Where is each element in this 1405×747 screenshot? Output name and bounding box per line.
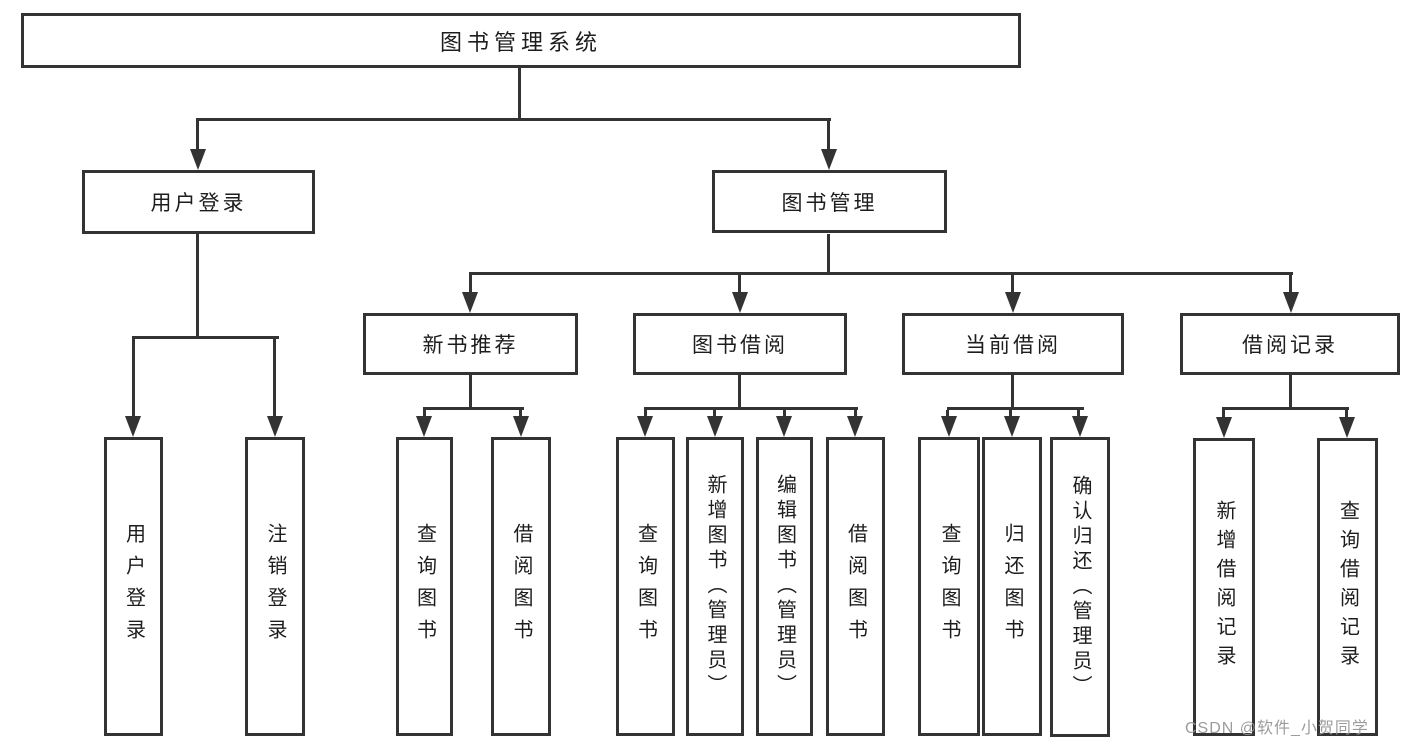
arrow-down-icon [462, 292, 478, 313]
arrow-down-icon [707, 416, 723, 437]
leaf-add-borrow-record: 新增借阅记录 [1193, 438, 1255, 736]
node-new-book-recommendation: 新书推荐 [363, 313, 578, 375]
arrow-down-icon [125, 416, 141, 437]
node-label: 新书推荐 [422, 334, 519, 357]
connector-line [1345, 410, 1348, 420]
connector-line [1289, 375, 1292, 408]
arrow-down-icon [513, 416, 529, 437]
connector-line [946, 410, 949, 419]
leaf-label: 新增借阅记录 [1213, 500, 1235, 674]
leaf-label: 查询借阅记录 [1336, 500, 1359, 674]
arrow-down-icon [190, 149, 206, 170]
leaf-confirm-return-admin: 确认归还（管理员） [1050, 437, 1110, 737]
arrow-down-icon [1004, 416, 1020, 437]
arrow-down-icon [776, 416, 792, 437]
node-book-management: 图书管理 [712, 170, 947, 233]
leaf-user-login: 用户登录 [104, 437, 163, 736]
leaf-borrow-books-recommend: 借阅图书 [491, 437, 551, 736]
node-borrowing-records: 借阅记录 [1180, 313, 1400, 375]
connector-line [423, 407, 524, 410]
leaf-query-books-borrow: 查询图书 [616, 437, 675, 736]
leaf-add-books-admin: 新增图书（管理员） [686, 437, 744, 736]
arrow-down-icon [1005, 292, 1021, 313]
connector-line [644, 410, 647, 419]
node-user-login: 用户登录 [82, 170, 315, 234]
arrow-down-icon [941, 416, 957, 437]
connector-line [519, 410, 522, 419]
connector-line [1011, 375, 1014, 408]
leaf-label: 用户登录 [122, 522, 145, 651]
leaf-label: 注销登录 [264, 522, 286, 651]
connector-line [827, 234, 830, 273]
leaf-label: 新增图书（管理员） [704, 474, 726, 699]
leaf-label: 查询图书 [413, 522, 436, 651]
connector-line [1289, 275, 1292, 294]
connector-line [713, 410, 716, 419]
arrow-down-icon [637, 416, 653, 437]
arrow-down-icon [821, 149, 837, 170]
arrow-down-icon [1283, 292, 1299, 313]
connector-line [1222, 407, 1349, 410]
connector-line [854, 410, 857, 419]
arrow-down-icon [1339, 417, 1355, 438]
leaf-label: 借阅图书 [844, 522, 867, 651]
connector-line [1077, 410, 1080, 419]
leaf-label: 借阅图书 [510, 522, 532, 651]
connector-line [469, 272, 1293, 275]
arrow-down-icon [1072, 416, 1088, 437]
connector-line [1011, 275, 1014, 294]
connector-line [1222, 410, 1225, 420]
leaf-query-borrow-record: 查询借阅记录 [1317, 438, 1378, 736]
connector-line [423, 410, 426, 419]
connector-line [132, 336, 279, 339]
connector-line [738, 375, 741, 408]
arrow-down-icon [1216, 417, 1232, 438]
connector-line [1009, 410, 1012, 419]
connector-line [644, 407, 858, 410]
node-current-borrowing: 当前借阅 [902, 313, 1124, 375]
leaf-edit-books-admin: 编辑图书（管理员） [756, 437, 813, 736]
leaf-logout: 注销登录 [245, 437, 305, 736]
leaf-borrow-books: 借阅图书 [826, 437, 885, 736]
leaf-label: 查询图书 [938, 522, 960, 651]
connector-line [469, 375, 472, 408]
node-book-borrowing: 图书借阅 [633, 313, 847, 375]
leaf-label: 归还图书 [1001, 522, 1023, 651]
watermark: CSDN @软件_小贺同学 [1185, 720, 1369, 737]
connector-line [196, 234, 199, 337]
leaf-query-books-recommend: 查询图书 [396, 437, 453, 736]
connector-line [196, 118, 831, 121]
arrow-down-icon [732, 292, 748, 313]
node-label: 当前借阅 [965, 334, 1061, 357]
connector-line [273, 339, 276, 418]
node-label: 图书管理 [781, 191, 878, 215]
leaf-return-books: 归还图书 [982, 437, 1042, 736]
node-label: 用户登录 [150, 192, 247, 215]
leaf-label: 查询图书 [634, 522, 657, 651]
leaf-label: 确认归还（管理员） [1069, 474, 1091, 700]
connector-line [738, 275, 741, 294]
connector-line [947, 407, 1084, 410]
connector-line [132, 339, 135, 418]
connector-line [783, 410, 786, 419]
connector-line [827, 121, 830, 153]
leaf-label: 编辑图书（管理员） [773, 474, 796, 699]
connector-line [518, 68, 521, 119]
arrow-down-icon [416, 416, 432, 437]
node-label: 借阅记录 [1242, 334, 1338, 357]
arrow-down-icon [847, 416, 863, 437]
leaf-query-books-current: 查询图书 [918, 437, 980, 736]
node-library-system: 图书管理系统 [21, 13, 1021, 68]
connector-line [469, 275, 472, 294]
arrow-down-icon [267, 416, 283, 437]
node-label: 图书借阅 [692, 334, 788, 357]
connector-line [196, 121, 199, 153]
node-label: 图书管理系统 [439, 29, 602, 55]
